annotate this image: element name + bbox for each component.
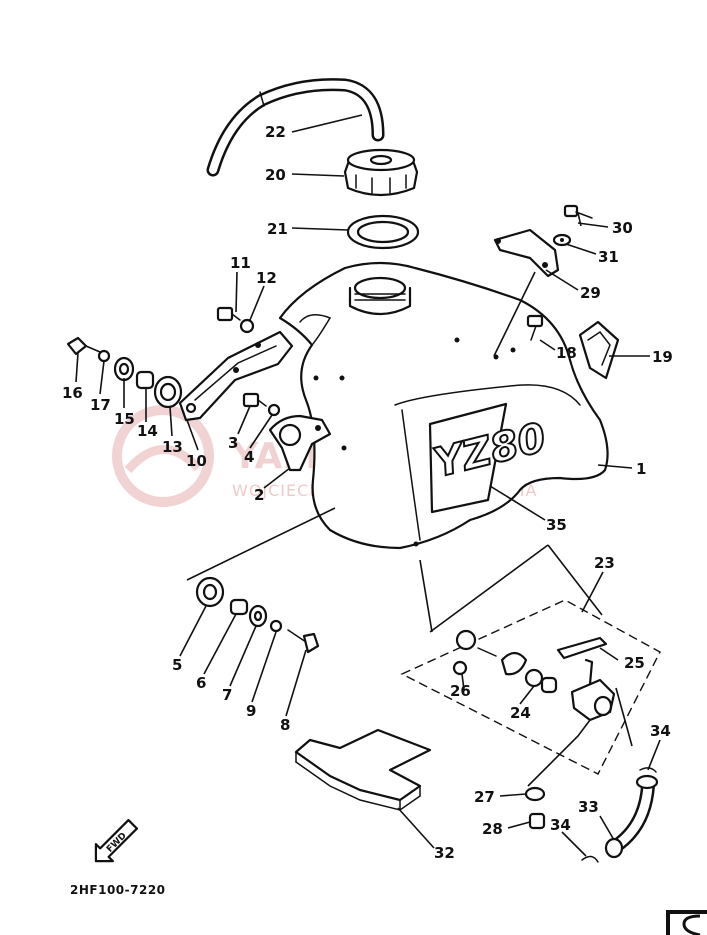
callout-25: 25	[624, 654, 645, 672]
cap-gasket	[346, 214, 420, 250]
bolt-3	[242, 392, 267, 408]
callout-20: 20	[265, 166, 286, 184]
washer-17	[97, 349, 111, 363]
callout-12: 12	[256, 269, 277, 287]
callout-3: 3	[228, 434, 238, 452]
callout-32: 32	[434, 844, 455, 862]
bolt-18	[526, 314, 544, 341]
callout-6: 6	[196, 674, 206, 692]
collar-14	[135, 370, 155, 390]
callout-5: 5	[172, 656, 182, 674]
callout-23: 23	[594, 554, 615, 572]
callout-17: 17	[90, 396, 111, 414]
callout-2: 2	[254, 486, 264, 504]
callout-1: 1	[636, 460, 646, 478]
plate-19	[578, 320, 620, 380]
washer-31	[552, 233, 572, 247]
corner-mark	[666, 910, 707, 935]
drain-bolt-28	[528, 812, 546, 830]
callout-9: 9	[246, 702, 256, 720]
callout-34-lower: 34	[550, 816, 571, 834]
fuel-cock-assembly-box	[400, 599, 661, 775]
hose-clip-lower	[581, 855, 599, 863]
callout-4: 4	[244, 448, 254, 466]
fwd-label: FWD	[105, 831, 129, 855]
washer-4	[267, 403, 281, 417]
callout-14: 14	[137, 422, 158, 440]
callout-29: 29	[580, 284, 601, 302]
callout-19: 19	[652, 348, 673, 366]
bolt-11	[216, 306, 241, 322]
callout-31: 31	[598, 248, 619, 266]
tank-pad-32	[294, 728, 432, 811]
callout-33: 33	[578, 798, 599, 816]
callout-16: 16	[62, 384, 83, 402]
washer-12	[239, 318, 255, 334]
damper-5	[195, 576, 225, 608]
callout-8: 8	[280, 716, 290, 734]
leader-lines	[75, 114, 661, 857]
fuel-tank: YZ80	[278, 261, 609, 550]
damper-13	[153, 375, 183, 409]
callout-numbers: 22 20 21 11 12 30 31 29 18 19 1 35 16 17…	[62, 123, 673, 862]
callout-11: 11	[230, 254, 251, 272]
callout-18: 18	[556, 344, 577, 362]
bolt-16	[66, 336, 101, 356]
callout-22: 22	[265, 123, 286, 141]
fuel-cap	[343, 148, 419, 197]
callout-24: 24	[510, 704, 531, 722]
callout-15: 15	[114, 410, 135, 428]
washer-7	[248, 604, 268, 628]
callout-21: 21	[267, 220, 288, 238]
fwd-arrow-icon: FWD	[94, 818, 139, 863]
rear-bracket	[493, 228, 560, 278]
callout-35: 35	[546, 516, 567, 534]
collar-15	[113, 356, 135, 382]
stay-2	[268, 414, 332, 472]
washer-9	[269, 619, 283, 633]
callout-27: 27	[474, 788, 495, 806]
bolt-8	[287, 629, 320, 654]
callout-10: 10	[186, 452, 207, 470]
gasket-27	[524, 786, 546, 802]
fuel-hose	[604, 774, 659, 859]
bolt-30	[563, 204, 593, 219]
drawing-code: 2HF100-7220	[70, 883, 166, 897]
breather-hose	[206, 78, 385, 177]
callout-7: 7	[222, 686, 232, 704]
callout-28: 28	[482, 820, 503, 838]
callout-30: 30	[612, 219, 633, 237]
callout-13: 13	[162, 438, 183, 456]
front-bracket	[178, 330, 294, 422]
callout-26: 26	[450, 682, 471, 700]
fuel-cock-parts	[452, 629, 616, 722]
collar-6	[229, 598, 249, 616]
callout-34-upper: 34	[650, 722, 671, 740]
